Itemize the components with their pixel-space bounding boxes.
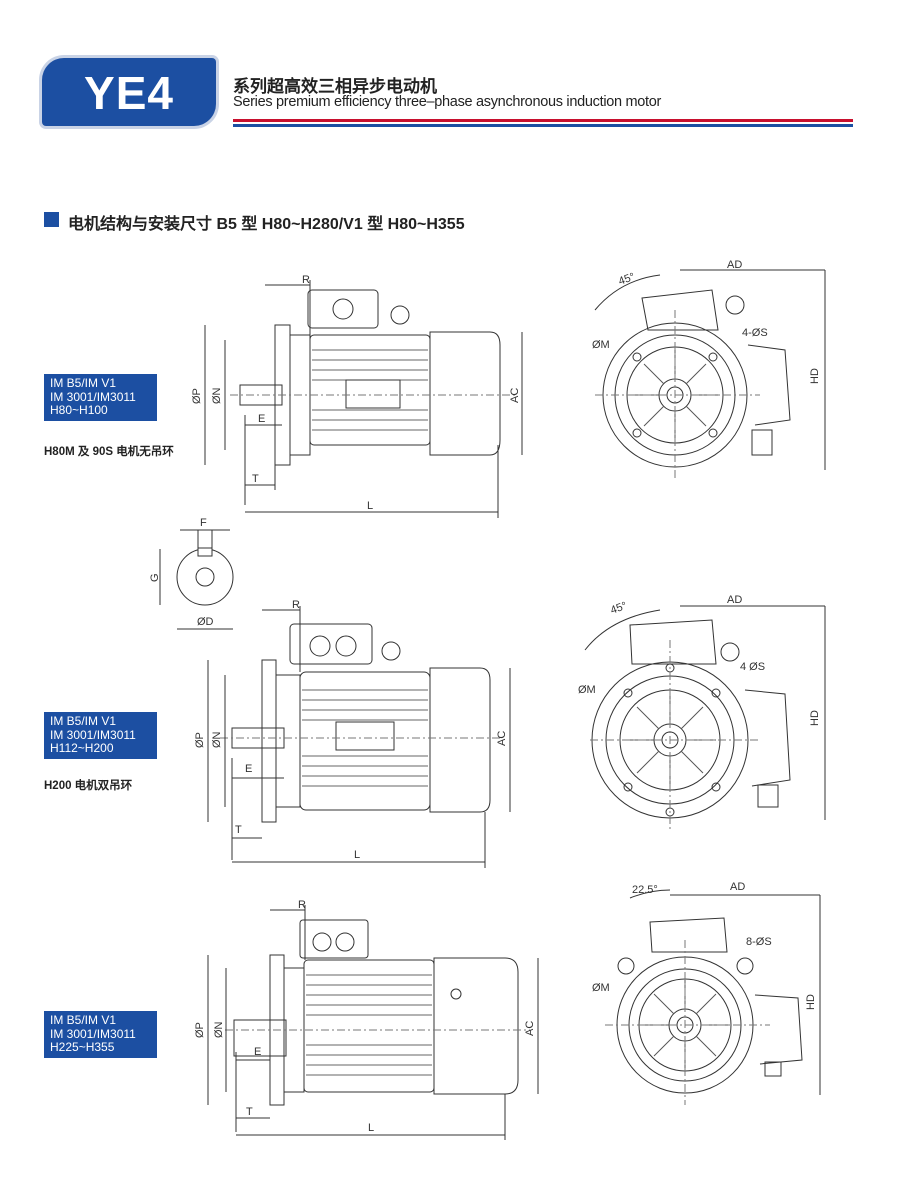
mount-line: H112~H200 [50,741,114,755]
dim-label-M: ØM [592,339,610,351]
dim-label-D: ØD [197,616,214,628]
header-rule-blue [233,124,853,127]
dim-label-R: R [302,274,310,286]
dim-label-AD: AD [727,259,742,271]
dim-label-L: L [367,500,373,512]
dim-label-P: ØP [194,732,206,748]
dim-label-M: ØM [578,684,596,696]
dim-label-HD: HD [809,710,821,726]
mount-line: H80~H100 [50,403,108,417]
dim-label-angle: 45° [609,600,629,617]
title-english: Series premium efficiency three–phase as… [233,94,662,110]
mount-line: IM B5/IM V1 [50,376,117,390]
dim-label-E: E [254,1046,261,1058]
header-rule-red [233,119,853,122]
mount-label-group-2: IM B5/IM V1 IM 3001/IM3011 H112~H200 [44,712,157,759]
dim-label-AD: AD [727,594,742,606]
series-badge: YE4 [42,58,216,126]
dim-label-N: ØN [211,731,223,748]
mount-line: IM 3001/IM3011 [50,727,136,742]
side-view-3 [207,905,539,1140]
dim-label-F: F [200,517,207,529]
dim-label-AC: AC [524,1021,536,1036]
mount-line: IM B5/IM V1 [50,714,117,728]
dim-label-E: E [245,763,252,775]
dim-label-AD: AD [730,881,745,893]
dim-label-angle: 22.5° [632,884,658,896]
dim-label-E: E [258,413,265,425]
title-chinese: 系列超高效三相异步电动机 [233,77,437,96]
dim-label-AC: AC [496,731,508,746]
mount-label-group-1: IM B5/IM V1 IM 3001/IM3011 H80~H100 [44,374,157,421]
shaft-section [159,529,234,630]
front-view-3 [605,889,821,1105]
dim-label-T: T [246,1106,253,1118]
dim-label-HD: HD [809,368,821,384]
mount-line: H225~H355 [50,1040,115,1054]
front-view-1 [594,269,826,480]
dim-label-S: 4 ØS [740,661,765,673]
mount-line: IM B5/IM V1 [50,1013,117,1027]
front-view-2 [584,605,826,830]
dim-label-AC: AC [509,388,521,403]
dim-label-S: 8-ØS [746,936,772,948]
dim-label-T: T [235,824,242,836]
dim-label-L: L [354,849,360,861]
dim-label-R: R [298,899,306,911]
side-view-2 [207,606,511,868]
dim-label-R: R [292,599,300,611]
mount-label-group-3: IM B5/IM V1 IM 3001/IM3011 H225~H355 [44,1011,157,1058]
group-1-note: H80M 及 90S 电机无吊环 [44,446,174,458]
dim-label-N: ØN [211,387,223,404]
dim-label-G: G [149,573,161,582]
mount-line: IM 3001/IM3011 [50,1026,136,1041]
dim-label-N: ØN [213,1021,225,1038]
section-title: 电机结构与安装尺寸 B5 型 H80~H280/V1 型 H80~H355 [68,216,465,233]
group-2-note: H200 电机双吊环 [44,780,133,792]
dim-label-M: ØM [592,982,610,994]
mount-line: IM 3001/IM3011 [50,389,136,404]
side-view-1 [204,280,523,518]
dim-label-L: L [368,1122,374,1134]
dim-label-P: ØP [194,1022,206,1038]
section-marker-icon [44,212,59,227]
dim-label-P: ØP [191,388,203,404]
dim-label-S: 4-ØS [742,327,768,339]
series-badge-text: YE4 [84,67,174,119]
dim-label-T: T [252,473,259,485]
dim-label-angle: 45° [617,271,637,288]
dim-label-HD: HD [805,994,817,1010]
